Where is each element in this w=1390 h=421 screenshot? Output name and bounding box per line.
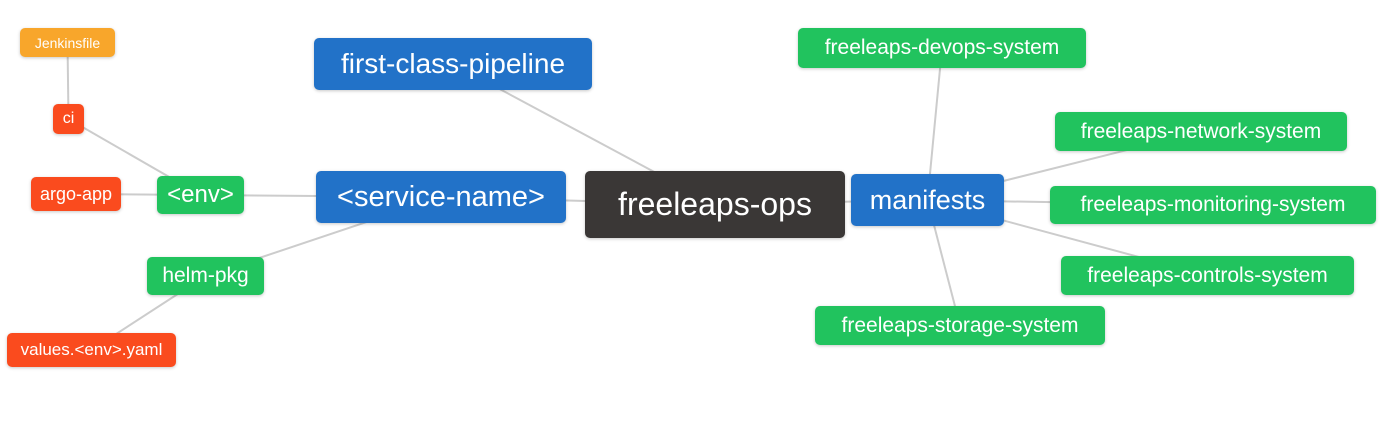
node-freeleaps-ops[interactable]: freeleaps-ops	[585, 171, 845, 238]
node-label: manifests	[869, 184, 986, 215]
node-label: ci	[62, 110, 75, 127]
node-label: first-class-pipeline	[340, 48, 566, 79]
node-label: values.<env>.yaml	[20, 340, 163, 359]
node-freeleaps-storage-system[interactable]: freeleaps-storage-system	[815, 306, 1105, 345]
node-label: freeleaps-monitoring-system	[1080, 193, 1346, 216]
node-argo-app[interactable]: argo-app	[31, 177, 121, 211]
node-label: freeleaps-controls-system	[1087, 263, 1328, 287]
node-jenkinsfile[interactable]: Jenkinsfile	[20, 28, 115, 57]
node-label: freeleaps-ops	[618, 186, 812, 222]
node-freeleaps-monitoring-system[interactable]: freeleaps-monitoring-system	[1050, 186, 1376, 224]
node-label: freeleaps-devops-system	[824, 36, 1060, 59]
node-helm-pkg[interactable]: helm-pkg	[147, 257, 264, 295]
node-label: argo-app	[39, 183, 113, 204]
node-first-class-pipeline[interactable]: first-class-pipeline	[314, 38, 592, 90]
node-ci[interactable]: ci	[53, 104, 84, 134]
node-values-env-yaml[interactable]: values.<env>.yaml	[7, 333, 176, 367]
node-label: <env>	[167, 181, 234, 208]
node-label: <service-name>	[337, 180, 545, 213]
node-label: freeleaps-storage-system	[841, 313, 1079, 337]
node-service-name[interactable]: <service-name>	[316, 171, 566, 223]
node-manifests[interactable]: manifests	[851, 174, 1004, 226]
node-freeleaps-devops-system[interactable]: freeleaps-devops-system	[798, 28, 1086, 68]
node-label: Jenkinsfile	[34, 34, 101, 51]
node-freeleaps-network-system[interactable]: freeleaps-network-system	[1055, 112, 1347, 151]
node-env[interactable]: <env>	[157, 176, 244, 214]
node-label: helm-pkg	[162, 264, 249, 287]
node-label: freeleaps-network-system	[1080, 119, 1322, 143]
node-freeleaps-controls-system[interactable]: freeleaps-controls-system	[1061, 256, 1354, 295]
